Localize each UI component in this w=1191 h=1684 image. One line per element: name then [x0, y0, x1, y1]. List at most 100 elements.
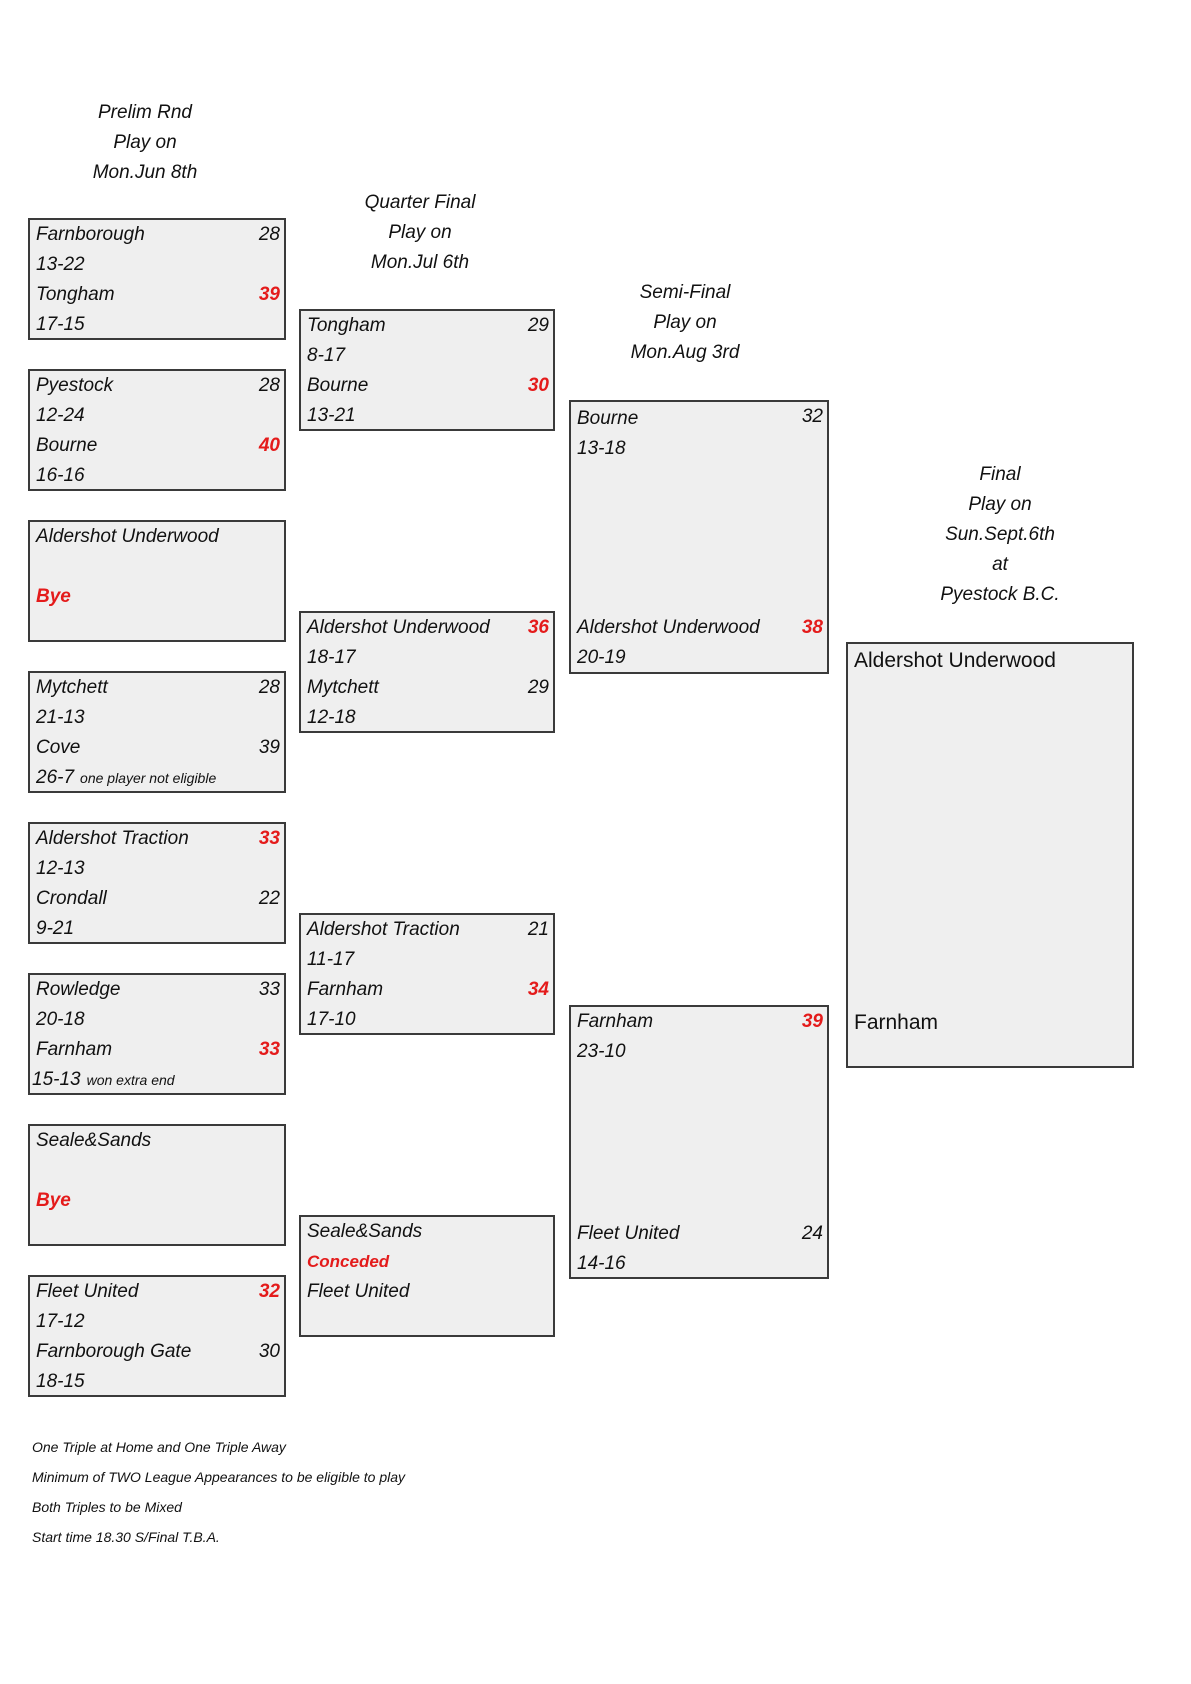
team-name: Fleet United	[36, 1281, 139, 1302]
team-name: Aldershot Underwood	[36, 526, 219, 547]
ends-1: 12-24	[36, 405, 85, 426]
team-name: Farnborough	[36, 224, 145, 245]
team-name: Farnham	[577, 1011, 654, 1032]
header-line: Play on	[113, 132, 177, 153]
team-score: 28	[258, 375, 280, 396]
team-2: Farnborough Gate 30	[36, 1337, 282, 1367]
team-name: Fleet United	[577, 1223, 680, 1244]
header-line: Mon.Jul 6th	[370, 252, 470, 273]
note-line: One Triple at Home and One Triple Away	[32, 1439, 286, 1455]
team-score: 40	[258, 435, 280, 456]
team-score: 33	[258, 828, 280, 849]
header-line: Mon.Jun 8th	[92, 162, 198, 183]
team-1: Fleet United 32	[36, 1277, 282, 1307]
team-score: 32	[258, 1281, 280, 1302]
ends-1: 21-13	[36, 707, 85, 728]
team-score: 38	[801, 617, 823, 638]
prelim-match-7: Seale&Sands Bye	[28, 1124, 286, 1246]
header-line: Semi-Final	[639, 282, 731, 303]
ends-2: 16-16	[36, 465, 85, 486]
team-name: Bourne	[36, 435, 98, 456]
team-score: 22	[258, 888, 280, 909]
team-1: Bourne 32	[577, 404, 825, 434]
header-line: Prelim Rnd	[98, 102, 192, 123]
prelim-header: Prelim Rnd Play on Mon.Jun 8th	[70, 98, 220, 188]
ends-2: 18-15	[36, 1371, 85, 1392]
team-1: Farnborough 28	[36, 220, 282, 250]
bye-label: Bye	[36, 1186, 282, 1216]
prelim-match-2: Pyestock 28 12-24 Bourne 40 16-16	[28, 369, 286, 491]
header-line: Play on	[388, 222, 452, 243]
ends-1: 17-12	[36, 1311, 85, 1332]
team-name: Seale&Sands	[36, 1130, 152, 1151]
ends-1: 18-17	[307, 647, 356, 668]
note-line: Start time 18.30 S/Final T.B.A.	[32, 1529, 220, 1545]
team-name: Aldershot Underwood	[854, 649, 1056, 672]
team-1: Aldershot Underwood	[36, 522, 282, 552]
team-name: Aldershot Underwood	[577, 617, 760, 638]
team-score: 21	[527, 919, 549, 940]
team-name: Farnham	[854, 1011, 939, 1034]
ends-2: 12-18	[307, 707, 356, 728]
team-name: Aldershot Traction	[36, 828, 189, 849]
team-name: Tongham	[36, 284, 115, 305]
bye-label: Bye	[36, 582, 282, 612]
team-score: 30	[258, 1341, 280, 1362]
team-name: Bourne	[307, 375, 369, 396]
ends-value: 26-7	[36, 767, 75, 788]
team-name: Farnborough Gate	[36, 1341, 192, 1362]
team-score: 29	[527, 315, 549, 336]
ends-value: 15-13	[32, 1069, 81, 1090]
team-2: Fleet United	[307, 1277, 551, 1307]
ends-1: 8-17	[307, 345, 346, 366]
header-line: Play on	[653, 312, 717, 333]
prelim-match-3: Aldershot Underwood Bye	[28, 520, 286, 642]
bye-text: Bye	[36, 586, 71, 607]
rules-notes: One Triple at Home and One Triple Away M…	[32, 1432, 405, 1552]
header-line: Final	[979, 464, 1021, 485]
semi-header: Semi-Final Play on Mon.Aug 3rd	[610, 278, 760, 368]
team-score: 32	[801, 406, 823, 427]
team-score: 34	[527, 979, 549, 1000]
team-score: 39	[801, 1011, 823, 1032]
ends-1: 12-13	[36, 858, 85, 879]
ends-1: 20-18	[36, 1009, 85, 1030]
header-line: at	[992, 554, 1008, 575]
header-line: Sun.Sept.6th	[945, 524, 1055, 545]
ends-2: 17-15	[36, 314, 85, 335]
team-score: 33	[258, 1039, 280, 1060]
final-match: Aldershot Underwood Farnham	[846, 642, 1134, 1068]
header-line: Quarter Final	[364, 192, 476, 213]
team-1: Farnham 39	[577, 1007, 825, 1037]
team-name: Pyestock	[36, 375, 114, 396]
note-line: Minimum of TWO League Appearances to be …	[32, 1469, 406, 1485]
team-name: Rowledge	[36, 979, 121, 1000]
team-2: Farnham	[854, 1008, 1130, 1038]
team-score: 28	[258, 224, 280, 245]
ends-1: 11-17	[307, 949, 355, 970]
team-name: Bourne	[577, 408, 639, 429]
team-name: Mytchett	[36, 677, 108, 698]
team-score: 33	[258, 979, 280, 1000]
quarter-header: Quarter Final Play on Mon.Jul 6th	[340, 188, 500, 278]
team-name: Fleet United	[307, 1281, 410, 1302]
